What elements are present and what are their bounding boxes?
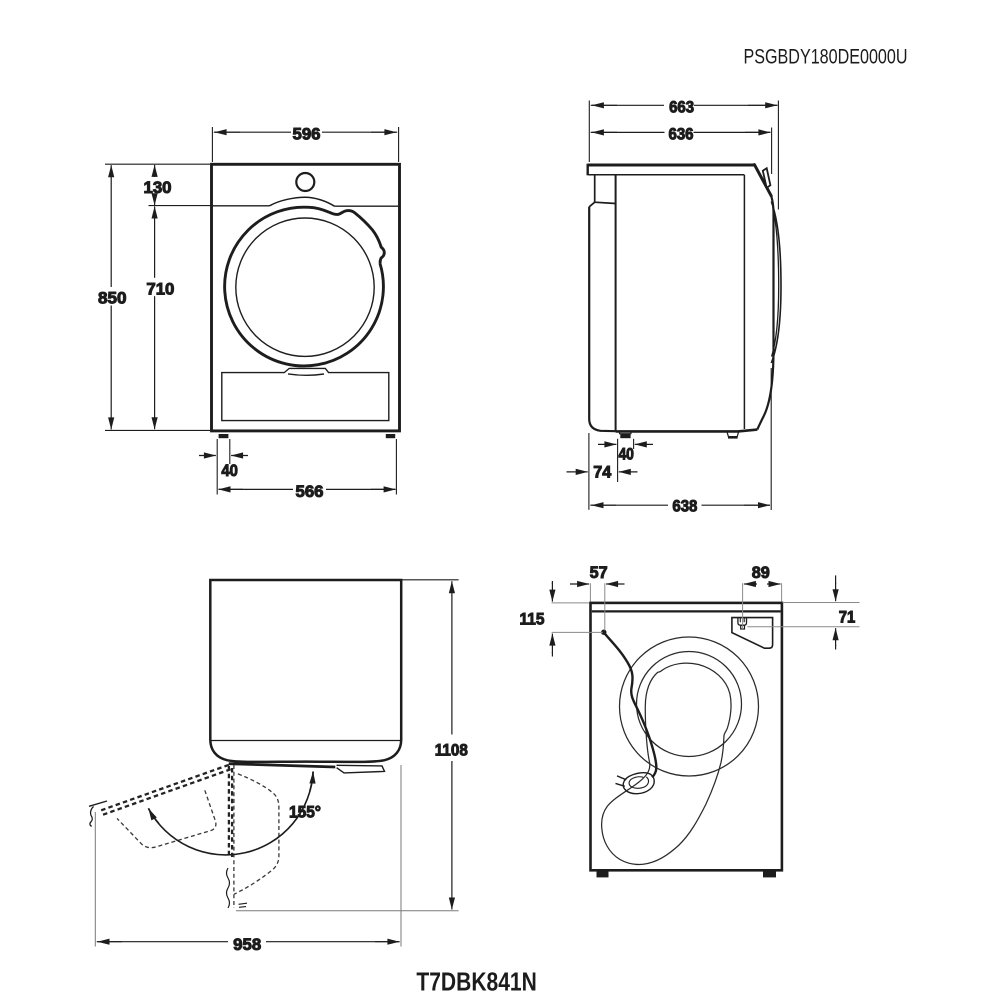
svg-text:566: 566 xyxy=(296,483,324,501)
svg-text:636: 636 xyxy=(669,126,694,144)
svg-text:155°: 155° xyxy=(289,803,321,821)
svg-text:74: 74 xyxy=(593,464,611,482)
svg-text:PSGBDY180DE0000U: PSGBDY180DE0000U xyxy=(744,46,908,69)
svg-text:638: 638 xyxy=(672,497,697,515)
svg-text:57: 57 xyxy=(590,564,608,582)
svg-text:850: 850 xyxy=(98,290,127,308)
svg-text:T7DBK841N: T7DBK841N xyxy=(416,968,537,996)
svg-text:40: 40 xyxy=(618,446,634,464)
svg-text:115: 115 xyxy=(520,611,545,629)
svg-text:130: 130 xyxy=(144,179,172,197)
svg-text:40: 40 xyxy=(221,462,238,480)
svg-text:89: 89 xyxy=(752,564,770,582)
svg-text:1108: 1108 xyxy=(435,741,468,759)
svg-text:71: 71 xyxy=(839,608,856,626)
svg-text:596: 596 xyxy=(293,126,321,144)
svg-text:958: 958 xyxy=(233,936,261,954)
svg-text:710: 710 xyxy=(146,281,174,299)
svg-text:663: 663 xyxy=(669,99,694,117)
